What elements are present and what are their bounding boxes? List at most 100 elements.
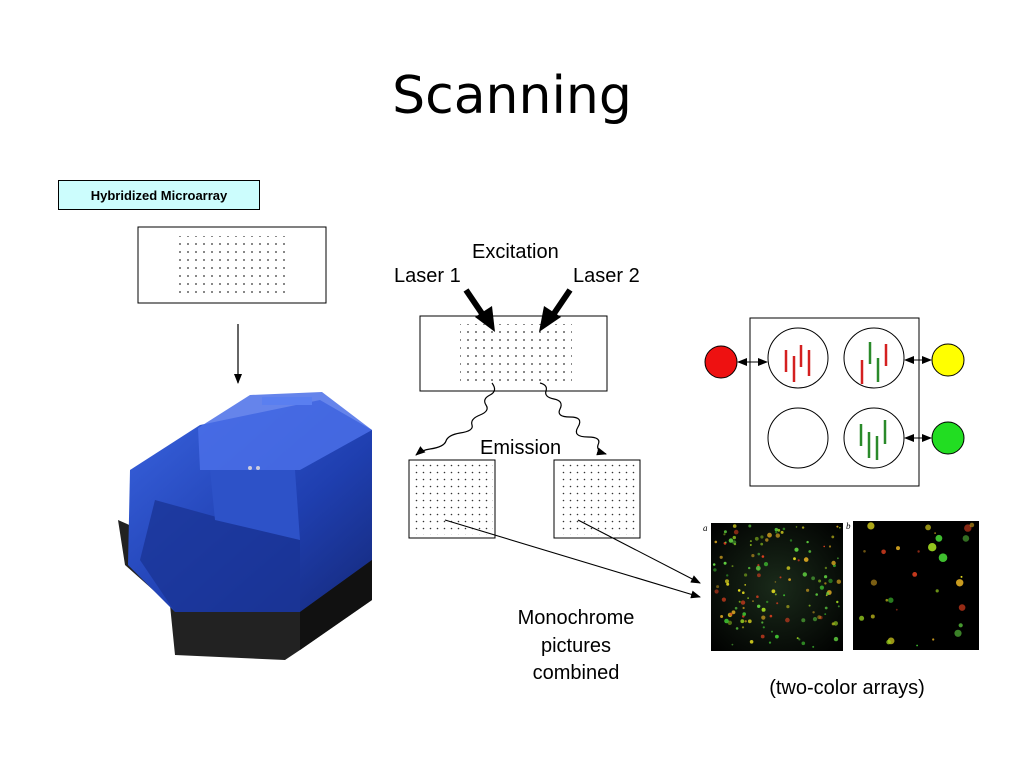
laser-1-arrow xyxy=(463,288,495,332)
array-spot xyxy=(824,613,827,615)
array-spot xyxy=(767,532,772,538)
spot-green-bound xyxy=(843,407,905,469)
array-spot xyxy=(824,566,828,570)
spot-mixed-bound xyxy=(843,327,905,389)
monochrome-picture-right xyxy=(553,459,641,539)
array-spot xyxy=(837,605,840,608)
array-spot xyxy=(819,585,825,590)
array-spot xyxy=(934,532,936,534)
emission-label: Emission xyxy=(480,437,561,459)
array-spot xyxy=(774,581,777,583)
array-spot xyxy=(775,634,779,639)
laser-1-label: Laser 1 xyxy=(394,265,461,287)
array-spot xyxy=(785,617,790,623)
array-spot xyxy=(811,576,815,581)
green-circle-icon xyxy=(931,421,965,455)
panel-a-label: a xyxy=(703,523,708,533)
array-spot xyxy=(797,559,800,562)
panel-b-label: b xyxy=(846,521,851,531)
array-spot xyxy=(795,526,798,528)
array-spot xyxy=(812,645,815,648)
emission-wave-left xyxy=(415,382,496,456)
array-spot xyxy=(775,533,780,538)
array-spot xyxy=(749,640,754,644)
array-spot xyxy=(958,623,963,628)
array-spot xyxy=(760,535,764,539)
array-spot xyxy=(725,541,727,544)
array-spot xyxy=(779,576,782,579)
array-spot xyxy=(888,597,894,603)
array-spot xyxy=(723,561,727,565)
array-spot xyxy=(771,589,776,594)
array-spot xyxy=(749,540,752,543)
array-spot xyxy=(839,526,841,529)
array-spot xyxy=(969,522,975,528)
array-spot xyxy=(714,540,718,544)
array-spot xyxy=(768,641,772,644)
array-spot xyxy=(806,588,810,592)
array-spot xyxy=(744,573,748,577)
array-spot xyxy=(774,593,777,596)
array-spot xyxy=(837,557,839,560)
array-spot xyxy=(723,530,727,534)
array-spot xyxy=(801,641,806,646)
array-spot xyxy=(786,605,790,609)
array-spot xyxy=(859,615,865,621)
array-spot xyxy=(749,544,752,546)
array-spot xyxy=(928,543,937,552)
array-spot xyxy=(806,540,809,544)
array-spot xyxy=(828,545,832,548)
array-spot xyxy=(863,550,866,553)
array-spot xyxy=(833,636,839,642)
array-spot xyxy=(742,606,745,610)
excitation-slide xyxy=(419,315,608,392)
array-spot xyxy=(794,547,799,552)
array-spot xyxy=(760,634,765,639)
monochrome-label-line1: Monochrome xyxy=(518,607,635,629)
array-spot xyxy=(728,538,734,543)
array-spot xyxy=(747,597,749,599)
array-spot xyxy=(719,555,723,559)
array-spot xyxy=(895,608,898,611)
array-spot xyxy=(867,522,875,530)
array-spot xyxy=(824,606,828,610)
array-spot xyxy=(958,604,966,611)
array-spot xyxy=(757,604,761,608)
array-spot xyxy=(723,533,726,536)
array-spot xyxy=(783,594,786,597)
array-spot xyxy=(748,524,752,528)
array-spot xyxy=(803,557,809,562)
array-spot xyxy=(757,573,761,578)
array-spot xyxy=(774,527,778,532)
array-spot xyxy=(755,565,761,571)
red-circle-icon xyxy=(704,345,738,379)
array-spot xyxy=(729,612,733,616)
array-spot xyxy=(793,557,796,561)
hybridized-microarray-slide xyxy=(137,226,327,304)
spot-red-bound xyxy=(767,327,829,389)
array-spot xyxy=(724,618,729,624)
array-spot xyxy=(731,565,734,568)
array-spot xyxy=(870,614,875,619)
array-spot xyxy=(833,621,838,626)
array-spot xyxy=(788,578,791,581)
two-color-arrays-label: (two-color arrays) xyxy=(769,677,925,699)
slide-title: Scanning xyxy=(392,66,632,126)
array-spot xyxy=(734,606,738,610)
array-spot xyxy=(741,626,745,629)
array-spot xyxy=(912,572,918,577)
spot-empty xyxy=(767,407,829,469)
two-color-array-image-a xyxy=(711,523,843,651)
array-spot xyxy=(742,591,745,594)
array-spot xyxy=(808,550,812,553)
array-spot xyxy=(960,575,963,578)
array-spot xyxy=(735,627,739,630)
monochrome-picture-left xyxy=(408,459,496,539)
array-spot xyxy=(828,578,833,584)
array-spot xyxy=(740,600,746,605)
array-spot xyxy=(812,617,818,622)
array-spot xyxy=(831,560,836,566)
two-color-array-image-b xyxy=(853,521,979,650)
array-spot xyxy=(831,535,835,539)
array-spot xyxy=(826,592,830,596)
